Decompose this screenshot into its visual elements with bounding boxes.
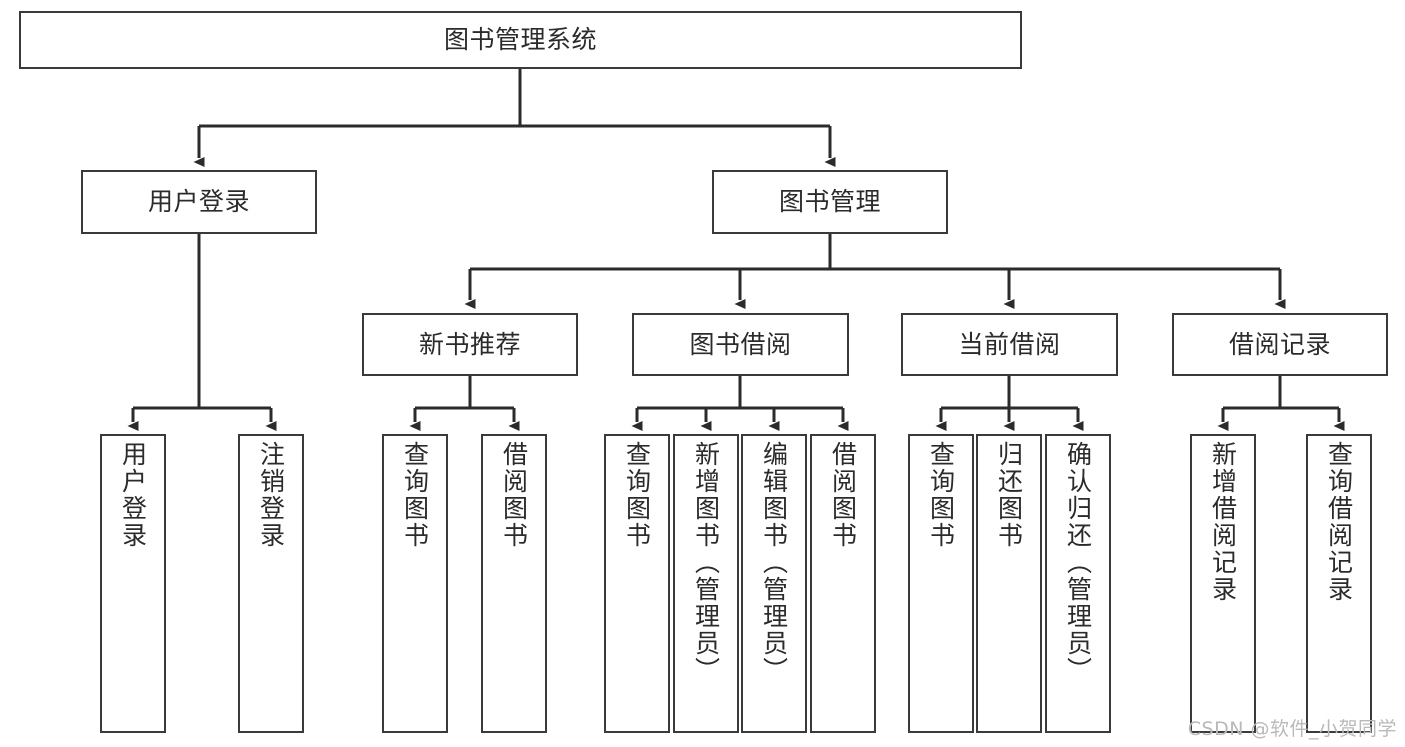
node-new-book-recommendation[interactable]: 新书推荐 [362,313,578,376]
csdn-watermark: CSDN @软件_小贺同学 [1187,718,1397,740]
node-leaf-query-book-current[interactable]: 查询图书 [908,434,974,733]
node-label: 图书管理 [778,187,881,216]
node-current-borrowing[interactable]: 当前借阅 [901,313,1118,376]
node-book-management[interactable]: 图书管理 [712,170,948,234]
node-leaf-borrow-book-new[interactable]: 借阅图书 [481,434,547,733]
node-label: 图书借阅 [689,329,792,359]
node-label: 查询图书 [926,441,956,549]
node-leaf-edit-book-admin[interactable]: 编辑图书（管理员） [741,434,807,733]
node-label: 查询图书 [400,441,430,549]
node-label: 借阅图书 [828,441,858,549]
node-leaf-confirm-return-admin[interactable]: 确认归还（管理员） [1045,434,1111,733]
node-label: 新增图书（管理员） [691,441,721,684]
node-label: 借阅记录 [1228,329,1331,359]
node-label: 确认归还（管理员） [1063,441,1093,684]
node-label: 新书推荐 [418,329,521,359]
node-label: 用户登录 [147,187,250,216]
node-leaf-user-login[interactable]: 用户登录 [100,434,166,733]
node-label: 编辑图书（管理员） [759,441,789,684]
node-leaf-borrow-book[interactable]: 借阅图书 [810,434,876,733]
node-leaf-query-book-borrow[interactable]: 查询图书 [604,434,670,733]
node-label: 图书管理系统 [443,25,597,54]
node-label: 查询图书 [622,441,652,549]
node-book-borrowing[interactable]: 图书借阅 [632,313,849,376]
node-user-login[interactable]: 用户登录 [81,170,317,234]
node-leaf-logout[interactable]: 注销登录 [238,434,304,733]
node-leaf-add-borrow-record[interactable]: 新增借阅记录 [1190,434,1256,733]
node-label: 用户登录 [118,441,148,549]
node-leaf-return-book[interactable]: 归还图书 [976,434,1042,733]
node-label: 查询借阅记录 [1324,441,1354,603]
node-leaf-query-borrow-record[interactable]: 查询借阅记录 [1306,434,1372,733]
node-leaf-query-book-new[interactable]: 查询图书 [382,434,448,733]
node-leaf-add-book-admin[interactable]: 新增图书（管理员） [673,434,739,733]
node-label: 新增借阅记录 [1208,441,1238,603]
node-label: 借阅图书 [499,441,529,549]
node-root-book-management-system[interactable]: 图书管理系统 [19,11,1022,69]
node-borrow-records[interactable]: 借阅记录 [1172,313,1388,376]
node-label: 当前借阅 [958,329,1061,359]
node-label: 注销登录 [256,441,286,549]
node-label: 归还图书 [994,441,1024,549]
